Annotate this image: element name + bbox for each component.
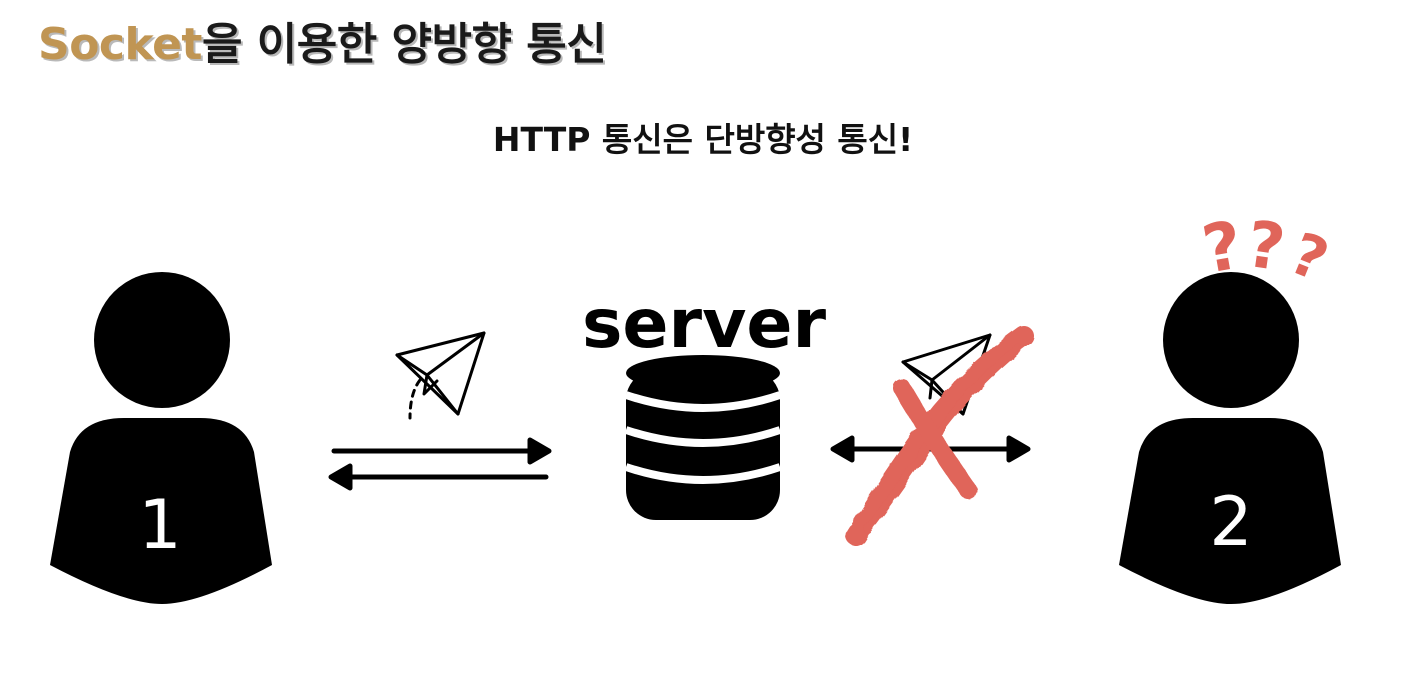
user-1-icon: 1 bbox=[50, 272, 272, 604]
title-accent: Socket bbox=[38, 19, 202, 70]
slide-title: Socket을 이용한 양방향 통신 bbox=[38, 8, 607, 72]
paper-plane-icon bbox=[395, 331, 486, 420]
question-mark-1: ? bbox=[1197, 206, 1248, 288]
user-2-icon: 2 bbox=[1119, 272, 1341, 604]
question-mark-3: ? bbox=[1281, 219, 1338, 295]
user-1-number: 1 bbox=[138, 486, 181, 565]
question-marks-icon: ? ? ? bbox=[1197, 206, 1338, 294]
server-label: server bbox=[582, 285, 827, 364]
subtitle: HTTP 통신은 단방향성 통신! bbox=[492, 120, 914, 159]
user-2-head bbox=[1163, 272, 1299, 408]
user-1-body bbox=[50, 418, 272, 604]
question-mark-2: ? bbox=[1242, 208, 1289, 286]
user-2-body bbox=[1119, 418, 1341, 604]
title-rest: 을 이용한 양방향 통신 bbox=[201, 19, 607, 70]
request-response-arrows bbox=[328, 437, 552, 491]
user-1-head bbox=[94, 272, 230, 408]
user-2-number: 2 bbox=[1209, 483, 1252, 562]
cross-icon bbox=[846, 326, 1034, 546]
bidirectional-arrow bbox=[830, 435, 1031, 463]
database-dividers bbox=[624, 391, 782, 484]
